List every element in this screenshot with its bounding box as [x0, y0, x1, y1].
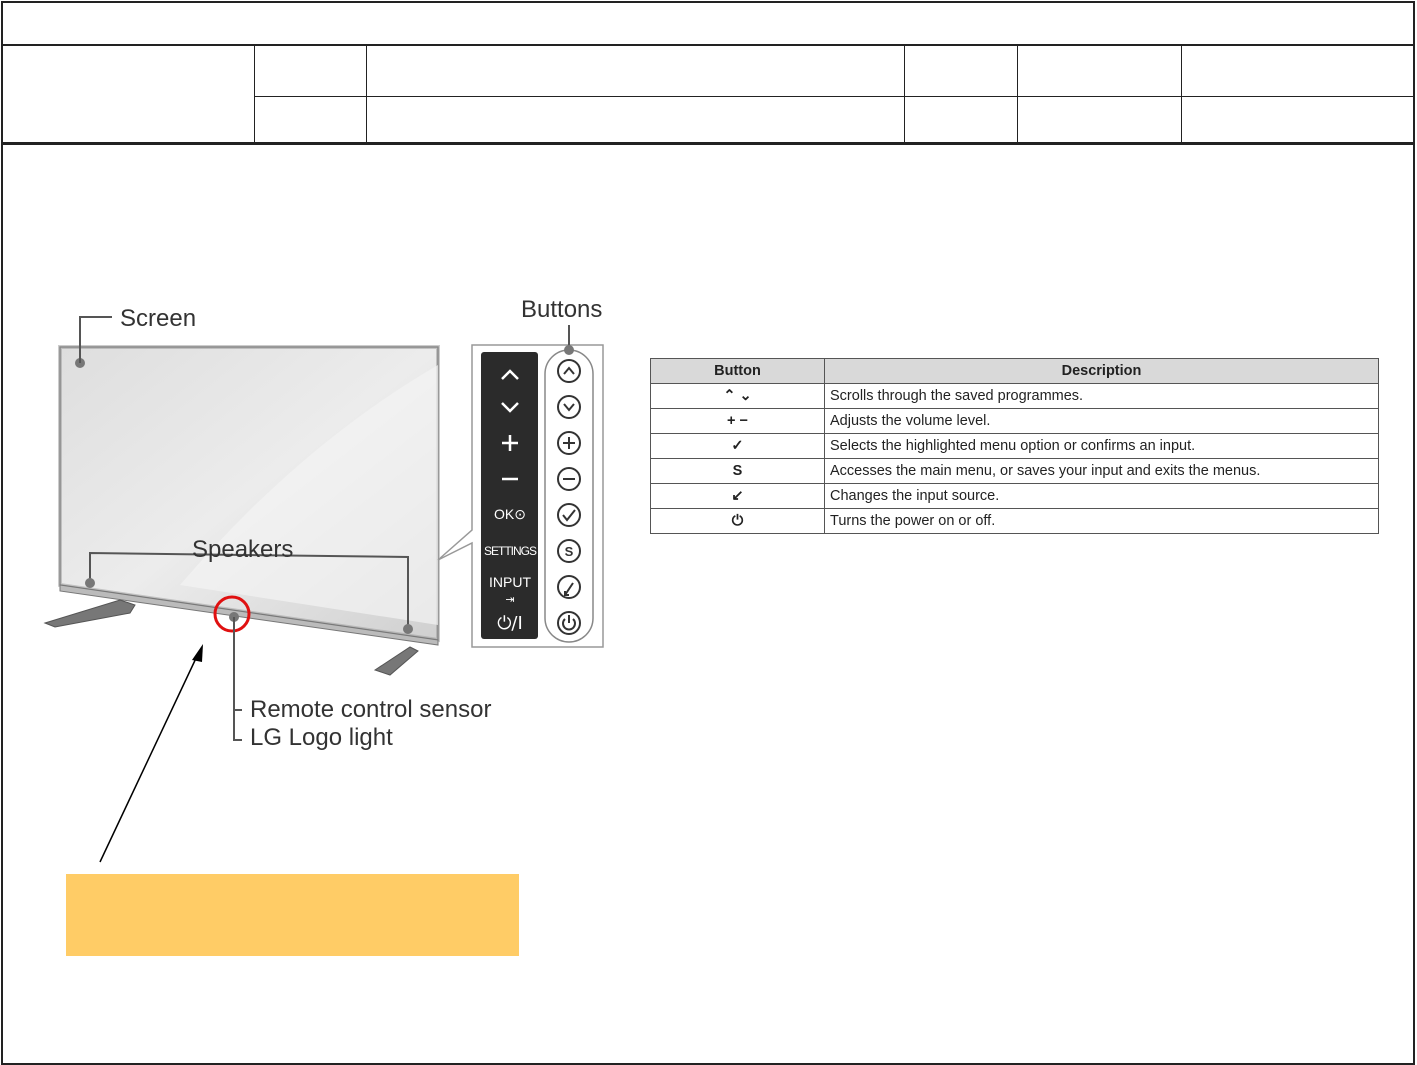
logo-light-label: LG Logo light: [250, 724, 393, 751]
button-symbol: S: [650, 458, 825, 484]
panel-power-label: ⏻/I: [497, 613, 523, 634]
panel-ok-label: OK⊙: [494, 506, 526, 522]
panel-input-icon: ⇥: [505, 594, 514, 606]
table-row: ↙ Changes the input source.: [650, 483, 1379, 509]
screen-label: Screen: [120, 305, 197, 332]
up-button-icon: [557, 359, 581, 383]
svg-text:S: S: [565, 544, 574, 559]
header-divider: [904, 46, 905, 142]
button-description: Scrolls through the saved programmes.: [824, 383, 1379, 409]
button-description: Accesses the main menu, or saves your in…: [824, 458, 1379, 484]
tv-illustration: OK⊙ SETTINGS INPUT ⇥ ⏻/I S: [43, 316, 604, 741]
header-grid: [2, 44, 1413, 145]
panel-input-label: INPUT: [489, 574, 531, 590]
note-box: [66, 874, 519, 956]
header-divider: [1181, 46, 1182, 142]
table-row: ⌃ ⌄ Scrolls through the saved programmes…: [650, 383, 1379, 409]
table-row: ⏻ Turns the power on or off.: [650, 508, 1379, 534]
panel-plus-icon: [502, 435, 518, 451]
panel-settings-label: SETTINGS: [484, 544, 537, 558]
button-symbol: ↙: [650, 483, 825, 509]
button-symbol: + −: [650, 408, 825, 434]
table-row: ✓ Selects the highlighted menu option or…: [650, 433, 1379, 459]
panel-down-icon: [501, 402, 519, 413]
button-symbol: ⏻: [650, 508, 825, 534]
speaker-left-dot: [85, 578, 95, 588]
header-divider: [1017, 46, 1018, 142]
button-description: Turns the power on or off.: [824, 508, 1379, 534]
table-header-row: Button Description: [650, 358, 1379, 384]
remote-sensor-label: Remote control sensor: [250, 696, 492, 723]
sensor-highlight-circle: [213, 595, 251, 633]
down-button-icon: [557, 395, 581, 419]
table-header-description: Description: [824, 358, 1379, 384]
input-button-icon: [557, 575, 581, 599]
button-description: Changes the input source.: [824, 483, 1379, 509]
button-panel: [481, 352, 538, 639]
table-row: S Accesses the main menu, or saves your …: [650, 458, 1379, 484]
header-row-divider: [254, 96, 1413, 97]
button-description: Adjusts the volume level.: [824, 408, 1379, 434]
header-divider: [254, 46, 255, 142]
settings-button-icon: [557, 539, 581, 563]
table-header-button: Button: [650, 358, 825, 384]
button-description: Selects the highlighted menu option or c…: [824, 433, 1379, 459]
button-symbol: ⌃ ⌄: [650, 383, 825, 409]
speakers-label: Speakers: [192, 536, 294, 563]
panel-up-icon: [501, 369, 519, 380]
table-row: + − Adjusts the volume level.: [650, 408, 1379, 434]
speaker-right-dot: [403, 624, 413, 634]
header-divider: [366, 46, 367, 142]
button-description-table: Button Description ⌃ ⌄ Scrolls through t…: [650, 358, 1379, 534]
buttons-label: Buttons: [521, 296, 603, 323]
ok-button-icon: [557, 503, 581, 527]
button-symbol: ✓: [650, 433, 825, 459]
